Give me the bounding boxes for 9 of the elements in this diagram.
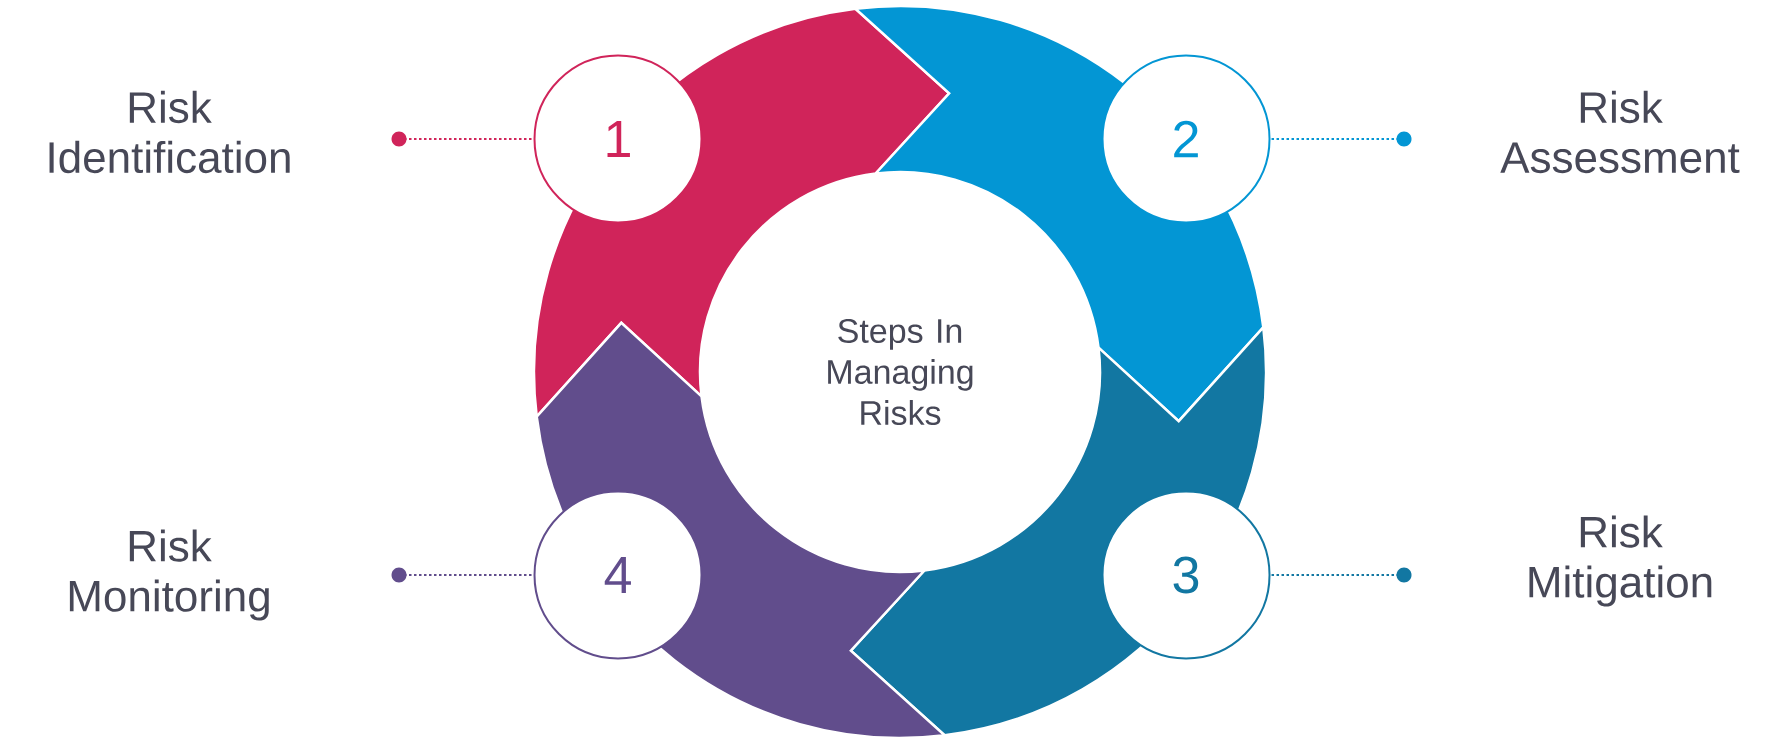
leader-line [1269, 567, 1412, 583]
leader-line [391, 131, 535, 147]
step-label: Risk Assessment [1500, 90, 1740, 174]
step-label: Risk Monitoring [69, 529, 269, 621]
step-label: Risk Identification [49, 90, 290, 174]
step-label: Risk Mitigation [1529, 515, 1712, 607]
leader-line [391, 567, 535, 583]
center-label: Steps In Managing Risks [828, 318, 973, 426]
leader-line [1269, 131, 1412, 147]
